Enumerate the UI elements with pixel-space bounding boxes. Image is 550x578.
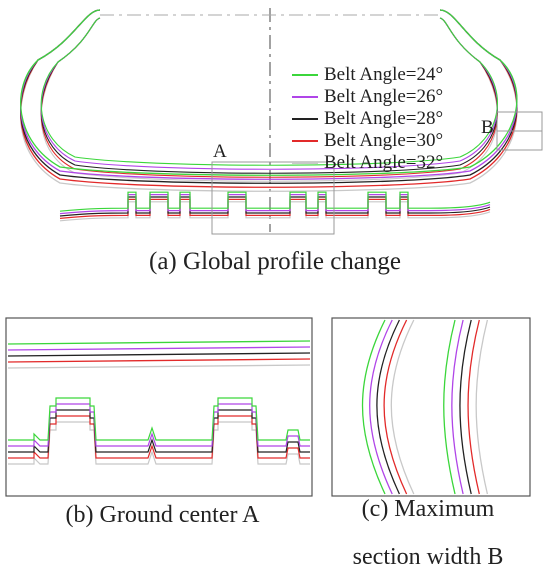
detail-box-a <box>211 161 335 235</box>
tire-profile-group <box>20 9 518 222</box>
profile-outer-line <box>20 9 518 176</box>
sidewall-curve-left <box>390 319 415 495</box>
panel-c-lines <box>361 319 489 495</box>
sidewall-curve-right <box>443 319 456 495</box>
sidewall-curve-right <box>451 319 464 495</box>
sidewall-curve-left <box>369 319 393 495</box>
legend-swatch <box>292 140 318 142</box>
legend-item: Belt Angle=28° <box>292 108 492 130</box>
legend-swatch <box>292 96 318 98</box>
legend-label: Belt Angle=26° <box>324 86 444 107</box>
tread-pattern-line <box>59 201 491 222</box>
panel-b-lines <box>7 340 311 465</box>
legend-label: Belt Angle=30° <box>324 130 444 151</box>
belt-line <box>7 364 311 369</box>
legend-item: Belt Angle=30° <box>292 130 492 152</box>
profile-inner-line <box>40 17 498 166</box>
tread-block-line <box>8 397 310 441</box>
tread-pattern-line <box>59 196 491 217</box>
legend-label: Belt Angle=32° <box>324 152 444 173</box>
legend-label: Belt Angle=24° <box>324 64 444 85</box>
sidewall-curve-left <box>383 319 408 495</box>
caption-c-line2: section width B <box>352 544 504 570</box>
legend-swatch <box>292 118 318 120</box>
belt-line <box>7 346 311 351</box>
caption-a: (a) Global profile change <box>149 248 401 275</box>
caption-b: (b) Ground center A <box>65 502 260 528</box>
legend-item: Belt Angle=26° <box>292 86 492 108</box>
tread-pattern-line <box>59 198 491 219</box>
legend-item: Belt Angle=24° <box>292 64 492 86</box>
sidewall-curve-left <box>361 319 386 495</box>
marker-b: B <box>481 117 494 138</box>
marker-a: A <box>213 141 227 162</box>
sidewall-curve-right <box>475 319 489 495</box>
tread-pattern-line <box>59 194 491 215</box>
legend-label: Belt Angle=28° <box>324 108 444 129</box>
panel-c-frame <box>331 317 531 497</box>
caption-c-line1: (c) Maximum <box>361 496 495 522</box>
panel-b-frame <box>5 317 313 497</box>
legend-swatch <box>292 74 318 76</box>
tread-pattern-line <box>59 191 491 212</box>
belt-line <box>7 358 311 363</box>
legend-swatch <box>292 162 318 164</box>
sidewall-curve-right <box>459 319 472 495</box>
legend: Belt Angle=24° Belt Angle=26° Belt Angle… <box>292 64 492 174</box>
belt-line <box>7 340 311 345</box>
sidewall-curve-right <box>467 319 480 495</box>
legend-item: Belt Angle=32° <box>292 152 492 174</box>
belt-line <box>7 352 311 357</box>
sidewall-curve-left <box>376 319 400 495</box>
